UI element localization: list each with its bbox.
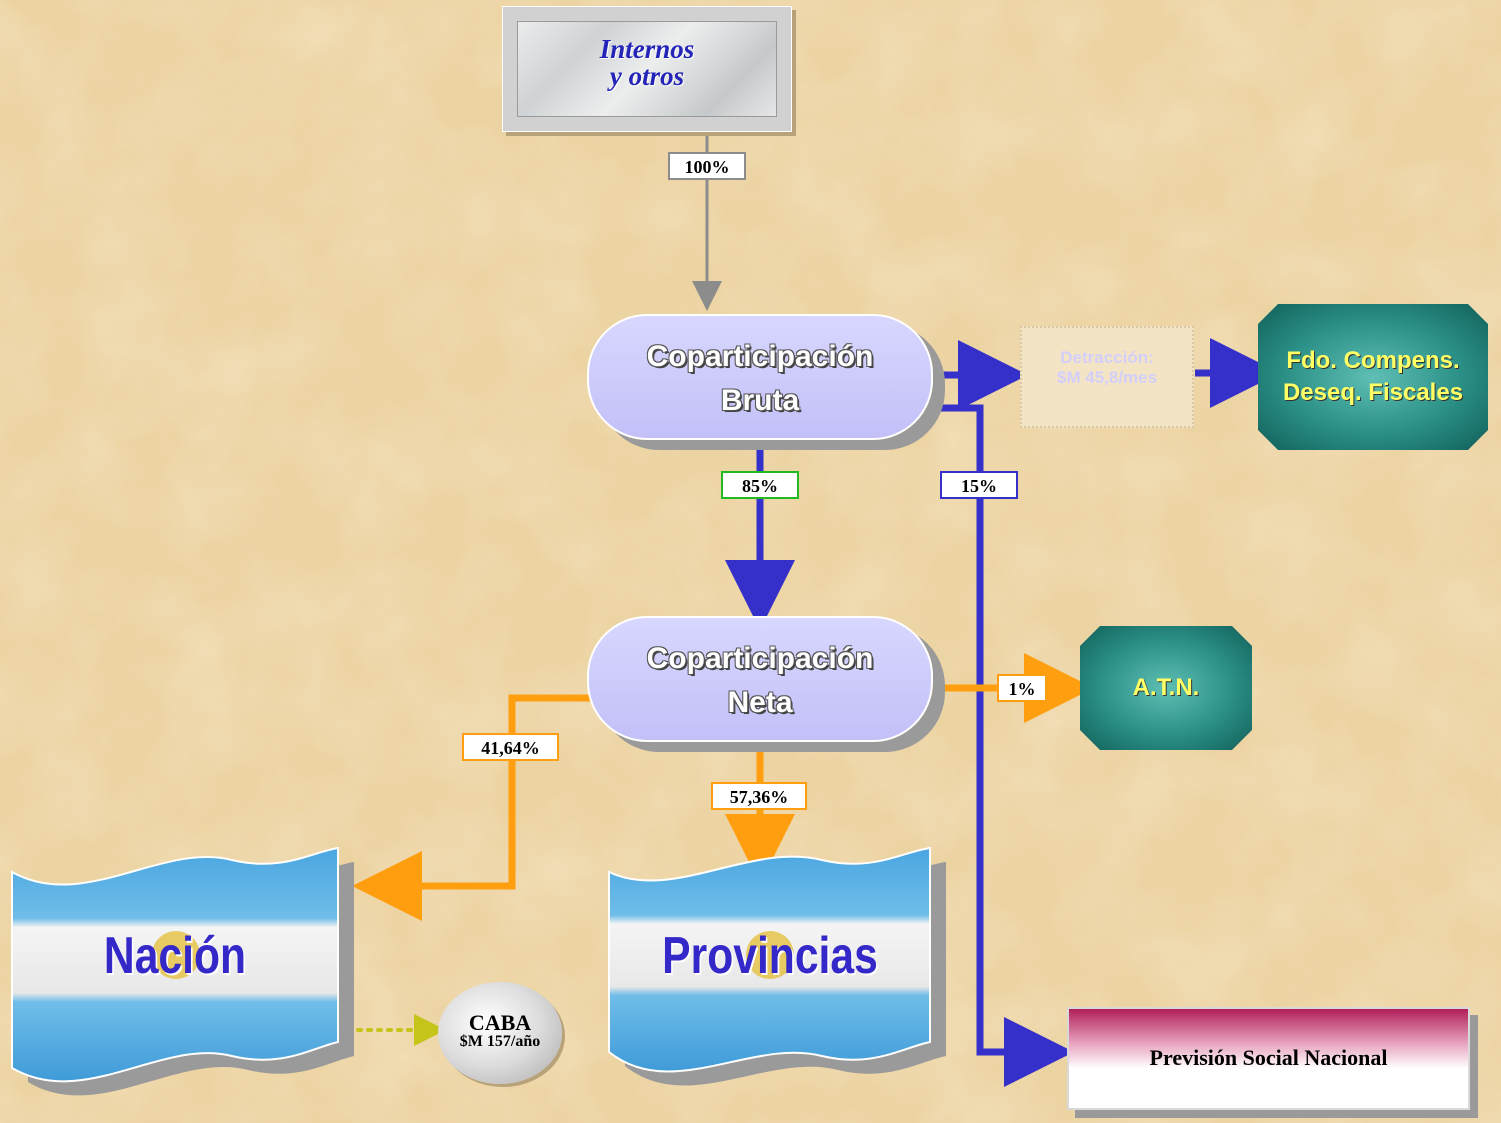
pct-bruta-prevision: 15% — [940, 471, 1018, 499]
sun-icon — [746, 931, 794, 979]
source-title-line1: Internos — [599, 34, 695, 64]
node-fondo-compensador — [1258, 304, 1488, 450]
bruta-line1: Coparticipación — [646, 340, 874, 373]
source-title: Internos y otros — [502, 36, 792, 90]
pct-bruta-neta: 85% — [721, 471, 799, 499]
caba-title: CABA — [468, 1010, 532, 1035]
node-coparticipacion-neta — [587, 616, 933, 742]
caba-amount: $M 157/año — [459, 1033, 541, 1050]
node-detraccion — [1020, 326, 1194, 428]
source-title-line2: y otros — [609, 61, 685, 91]
node-fondo-compensador-label: Fdo. Compens. Deseq. Fiscales — [1258, 345, 1488, 409]
node-detraccion-label: Detracción: $M 45,8/mes — [1020, 348, 1194, 388]
node-prevision-social-label: Previsión Social Nacional — [1149, 1045, 1388, 1070]
node-prevision-social — [1067, 1007, 1470, 1110]
provincias-label: Provincias — [662, 927, 878, 985]
pct-source-bruta: 100% — [668, 152, 746, 180]
connector-bruta-prevision — [930, 404, 1074, 1087]
detraccion-line2: $M 45,8/mes — [1056, 368, 1158, 387]
connector-neta-nacion — [352, 694, 592, 921]
pct-neta-nacion: 41,64% — [462, 733, 559, 761]
nacion-label: Nación — [103, 927, 247, 985]
source-box — [502, 6, 792, 132]
bruta-line2: Bruta — [720, 384, 800, 417]
neta-line1: Coparticipación — [646, 642, 874, 675]
flag-nacion — [11, 846, 354, 1096]
node-coparticipacion-bruta-label: Coparticipación Bruta — [587, 335, 933, 423]
flag-provincias — [608, 846, 946, 1086]
node-caba — [438, 982, 562, 1084]
detraccion-line1: Detracción: — [1060, 348, 1154, 367]
pct-neta-provincias: 57,36% — [711, 782, 807, 810]
node-coparticipacion-bruta — [587, 314, 933, 440]
sun-icon — [152, 931, 200, 979]
node-coparticipacion-neta-label: Coparticipación Neta — [587, 637, 933, 725]
node-atn — [1080, 626, 1252, 750]
neta-line2: Neta — [727, 686, 793, 719]
pct-neta-atn: 1% — [997, 674, 1047, 702]
fondo-line1: Fdo. Compens. — [1286, 347, 1460, 374]
node-atn-label: A.T.N. — [1132, 674, 1200, 701]
node-caba-label: CABA $M 157/año — [438, 1012, 562, 1050]
fondo-line2: Deseq. Fiscales — [1282, 379, 1464, 406]
